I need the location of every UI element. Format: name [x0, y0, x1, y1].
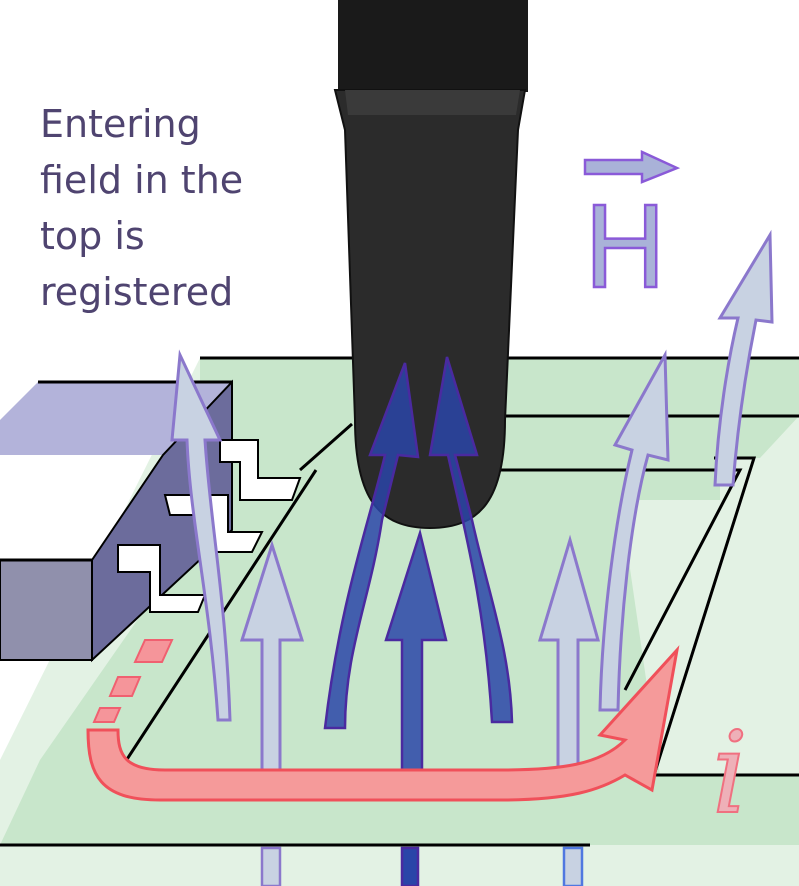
- vector-arrow-icon: [583, 150, 681, 184]
- magnetic-probe: [333, 0, 528, 530]
- current-label-i: i: [712, 709, 748, 839]
- field-stubs: [260, 846, 584, 886]
- caption-line: Entering: [40, 102, 201, 146]
- probe-arrow: [428, 356, 514, 724]
- current-arrow: [86, 645, 680, 802]
- probe-arrow: [323, 362, 420, 730]
- field-arrow: [170, 349, 232, 722]
- caption-text: Entering field in the top is registered: [40, 96, 330, 320]
- field-arrow: [239, 540, 305, 772]
- field-lines-external: [170, 229, 774, 772]
- current-dashes: [92, 639, 174, 723]
- caption-line: registered: [40, 270, 234, 314]
- field-arrow: [598, 349, 670, 712]
- field-arrow: [537, 534, 600, 772]
- field-lines-probe: [323, 356, 514, 772]
- probe-arrow: [384, 528, 448, 772]
- field-vector-symbol: [583, 150, 681, 184]
- caption-line: field in the: [40, 158, 244, 202]
- field-arrow: [713, 229, 774, 487]
- caption-line: top is: [40, 214, 145, 258]
- field-label-H: H: [583, 184, 667, 314]
